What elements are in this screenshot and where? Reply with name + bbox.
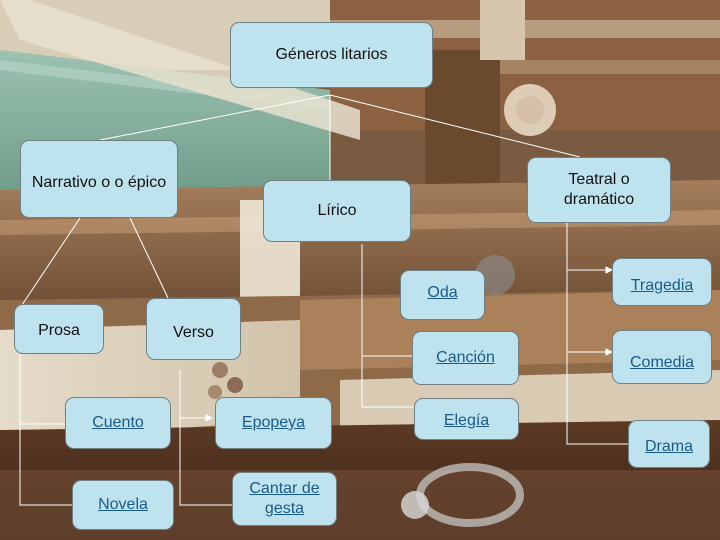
- node-elegia-label[interactable]: Elegía: [443, 412, 490, 429]
- arrowhead-tragedia: [605, 266, 614, 274]
- node-epopeya-label[interactable]: Epopeya: [241, 414, 306, 431]
- node-drama-label[interactable]: Drama: [644, 438, 693, 455]
- node-cuento-label[interactable]: Cuento: [92, 414, 144, 431]
- connector-verso-children: [179, 370, 232, 506]
- node-verso: Verso: [146, 298, 241, 360]
- node-narrativo: Narrativo o o épico: [20, 140, 178, 218]
- node-cancion[interactable]: Canción: [412, 331, 519, 385]
- node-cuento[interactable]: Cuento: [65, 397, 171, 449]
- arrowhead-comedia: [605, 348, 614, 356]
- node-cancion-label[interactable]: Canción: [436, 349, 495, 366]
- node-generos-litarios: Géneros litarios: [230, 22, 433, 88]
- node-epopeya[interactable]: Epopeya: [215, 397, 332, 449]
- node-prosa: Prosa: [14, 304, 104, 354]
- node-cantar-de-gesta-label[interactable]: Cantar de gesta: [249, 480, 320, 517]
- node-drama[interactable]: Drama: [628, 420, 710, 468]
- node-comedia[interactable]: Comedia: [612, 330, 712, 384]
- node-prosa-label: Prosa: [38, 322, 80, 339]
- node-oda-label[interactable]: Oda: [427, 284, 458, 301]
- node-novela-label[interactable]: Novela: [98, 496, 148, 513]
- node-generos-litarios-label: Géneros litarios: [275, 46, 388, 63]
- connector-root-teatral: [329, 94, 581, 158]
- connector-lirico-children: [361, 244, 414, 408]
- node-tragedia-label[interactable]: Tragedia: [630, 277, 694, 294]
- node-cantar-de-gesta[interactable]: Cantar de gesta: [232, 472, 337, 526]
- connector-narrativo-prosa: [21, 217, 81, 306]
- node-oda[interactable]: Oda: [400, 270, 485, 320]
- node-verso-label: Verso: [173, 324, 214, 341]
- node-elegia[interactable]: Elegía: [414, 398, 519, 440]
- connector-narrativo-verso: [129, 217, 169, 299]
- node-teatral-label: Teatral o dramático: [563, 171, 635, 208]
- connector-root-narrativo: [99, 94, 331, 141]
- node-tragedia[interactable]: Tragedia: [612, 258, 712, 306]
- node-teatral: Teatral o dramático: [527, 157, 671, 223]
- connector-prosa-children: [19, 354, 72, 506]
- arrowhead-epopeya: [205, 414, 214, 422]
- node-narrativo-label: Narrativo o o épico: [31, 174, 167, 191]
- connector-teatral-children: [566, 223, 628, 445]
- node-novela[interactable]: Novela: [72, 480, 174, 530]
- node-lirico-label: Lírico: [317, 202, 357, 219]
- node-comedia-label[interactable]: Comedia: [629, 354, 695, 371]
- node-lirico: Lírico: [263, 180, 411, 242]
